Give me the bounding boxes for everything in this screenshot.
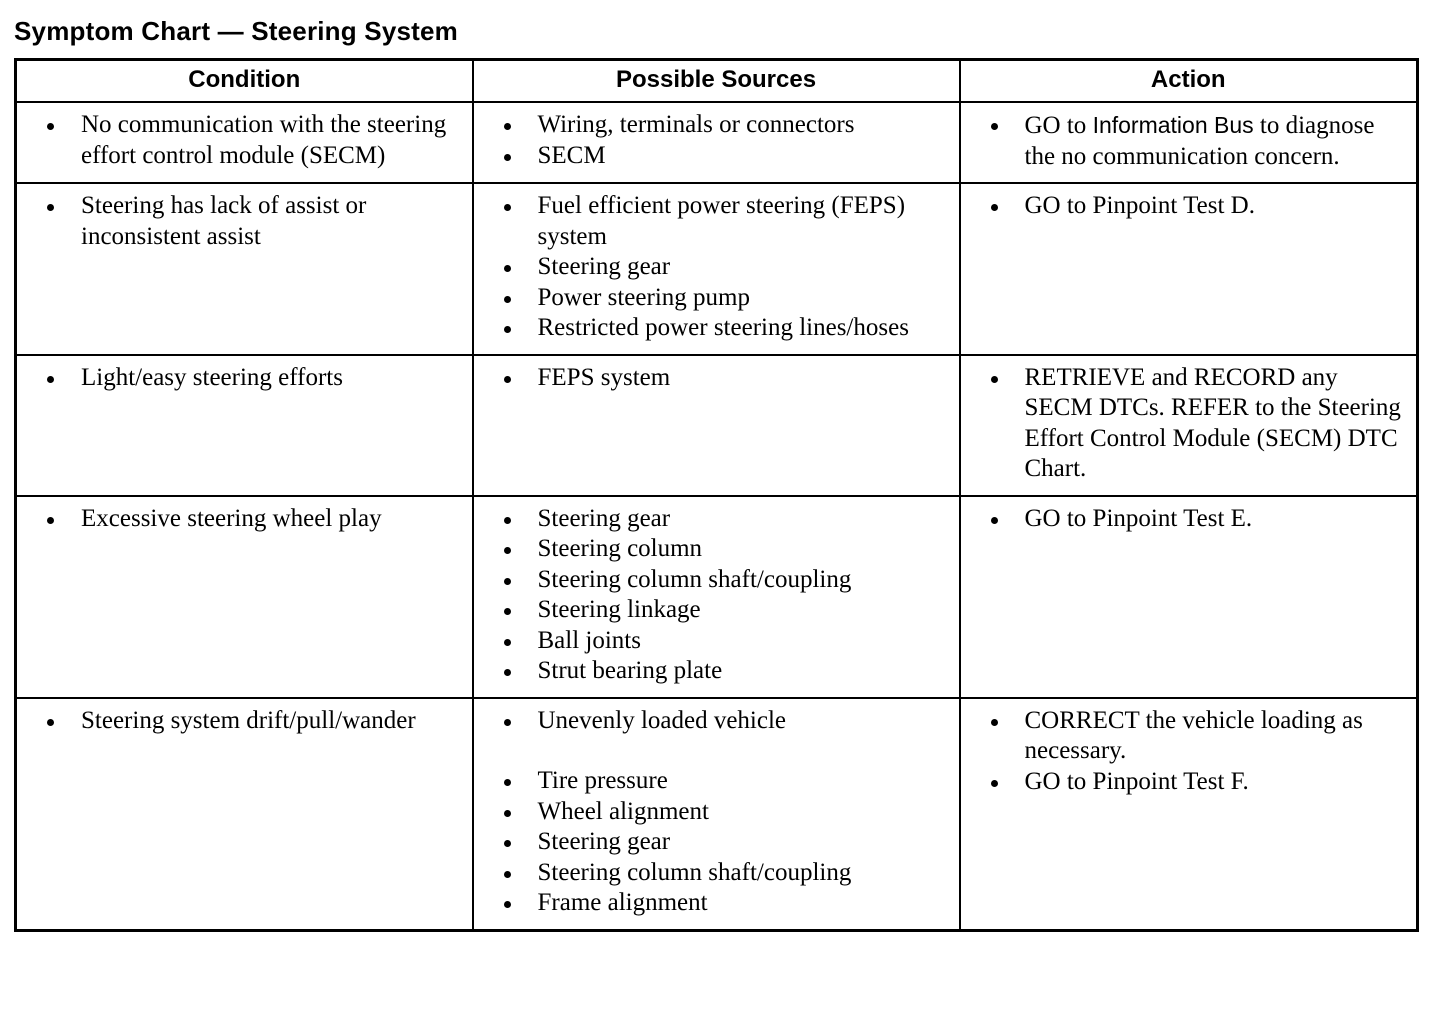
cell-possible-sources: Unevenly loaded vehicle Tire pressure Wh… <box>471 696 961 931</box>
cell-action: GO to Information Bus to diagnose the no… <box>958 101 1419 184</box>
header-row: Condition Possible Sources Action <box>14 58 1419 103</box>
list-item: RETRIEVE and RECORD any SECM DTCs. REFER… <box>969 363 1409 485</box>
action-text-pre: GO to <box>1024 112 1093 139</box>
column-header-possible-sources: Possible Sources <box>471 58 961 103</box>
list-item: GO to Pinpoint Test D. <box>969 191 1409 222</box>
action-text-post: to diagnose the no communication concern… <box>1024 112 1375 170</box>
list-item: Excessive steering wheel play <box>25 504 464 535</box>
cell-condition: Light/easy steering efforts <box>14 353 474 497</box>
list-item: Fuel efficient power steering (FEPS) sys… <box>482 191 951 252</box>
action-list: GO to Information Bus to diagnose the no… <box>969 110 1409 172</box>
sources-list: Steering gear Steering column Steering c… <box>482 504 951 687</box>
list-item: GO to Pinpoint Test E. <box>969 504 1409 535</box>
table-row: Light/easy steering efforts FEPS system <box>14 353 1419 497</box>
cell-action: GO to Pinpoint Test E. <box>958 494 1419 699</box>
cell-action: CORRECT the vehicle loading as necessary… <box>958 696 1419 931</box>
condition-list: Steering has lack of assist or inconsist… <box>25 191 464 252</box>
list-item: Steering column shaft/coupling <box>482 565 951 596</box>
sources-list: FEPS system <box>482 363 951 394</box>
table-header: Condition Possible Sources Action <box>14 58 1419 103</box>
list-item: Steering gear <box>482 252 951 283</box>
list-item: Steering gear <box>482 827 951 858</box>
list-item: Steering gear <box>482 504 951 535</box>
list-item: Steering column shaft/coupling <box>482 858 951 889</box>
cell-possible-sources: Fuel efficient power steering (FEPS) sys… <box>471 182 961 356</box>
sources-list: Fuel efficient power steering (FEPS) sys… <box>482 191 951 344</box>
list-item: CORRECT the vehicle loading as necessary… <box>969 706 1409 767</box>
list-item: Wiring, terminals or connectors <box>482 110 951 141</box>
list-item: FEPS system <box>482 363 951 394</box>
list-item: Tire pressure <box>482 766 951 797</box>
action-list: GO to Pinpoint Test E. <box>969 504 1409 535</box>
list-item: Ball joints <box>482 626 951 657</box>
cell-possible-sources: FEPS system <box>471 353 961 497</box>
table-row: Steering has lack of assist or inconsist… <box>14 182 1419 356</box>
list-item: Restricted power steering lines/hoses <box>482 313 951 344</box>
cell-condition: No communication with the steering effor… <box>14 101 474 184</box>
condition-list: No communication with the steering effor… <box>25 110 464 171</box>
list-item: Unevenly loaded vehicle <box>482 706 951 737</box>
cross-reference-link[interactable]: Information Bus <box>1092 112 1254 138</box>
list-item: Steering system drift/pull/wander <box>25 706 464 737</box>
list-item: Strut bearing plate <box>482 656 951 687</box>
table-row: No communication with the steering effor… <box>14 101 1419 184</box>
cell-action: GO to Pinpoint Test D. <box>958 182 1419 356</box>
list-item: Steering linkage <box>482 595 951 626</box>
list-item: Wheel alignment <box>482 797 951 828</box>
table-row: Excessive steering wheel play Steering g… <box>14 494 1419 699</box>
cell-possible-sources: Wiring, terminals or connectors SECM <box>471 101 961 184</box>
action-list: CORRECT the vehicle loading as necessary… <box>969 706 1409 798</box>
cell-condition: Steering system drift/pull/wander <box>14 696 474 931</box>
column-header-condition: Condition <box>14 58 474 103</box>
list-item: GO to Pinpoint Test F. <box>969 767 1409 798</box>
condition-list: Light/easy steering efforts <box>25 363 464 394</box>
list-item: GO to Information Bus to diagnose the no… <box>969 110 1409 172</box>
column-header-action: Action <box>958 58 1419 103</box>
sources-list: Wiring, terminals or connectors SECM <box>482 110 951 171</box>
page-title: Symptom Chart — Steering System <box>14 16 458 46</box>
sources-list: Unevenly loaded vehicle Tire pressure Wh… <box>482 706 951 919</box>
list-item: Frame alignment <box>482 888 951 919</box>
list-item: SECM <box>482 141 951 172</box>
table-row: Steering system drift/pull/wander Uneven… <box>14 696 1419 931</box>
list-item: No communication with the steering effor… <box>25 110 464 171</box>
condition-list: Excessive steering wheel play <box>25 504 464 535</box>
cell-possible-sources: Steering gear Steering column Steering c… <box>471 494 961 699</box>
cell-action: RETRIEVE and RECORD any SECM DTCs. REFER… <box>958 353 1419 497</box>
symptom-chart-table: Condition Possible Sources Action No com… <box>14 58 1419 932</box>
action-list: RETRIEVE and RECORD any SECM DTCs. REFER… <box>969 363 1409 485</box>
cell-condition: Excessive steering wheel play <box>14 494 474 699</box>
list-item: Steering column <box>482 534 951 565</box>
list-item: Steering has lack of assist or inconsist… <box>25 191 464 252</box>
condition-list: Steering system drift/pull/wander <box>25 706 464 737</box>
table-body: No communication with the steering effor… <box>14 101 1419 931</box>
action-list: GO to Pinpoint Test D. <box>969 191 1409 222</box>
list-item: Light/easy steering efforts <box>25 363 464 394</box>
cell-condition: Steering has lack of assist or inconsist… <box>14 182 474 356</box>
list-item: Power steering pump <box>482 283 951 314</box>
